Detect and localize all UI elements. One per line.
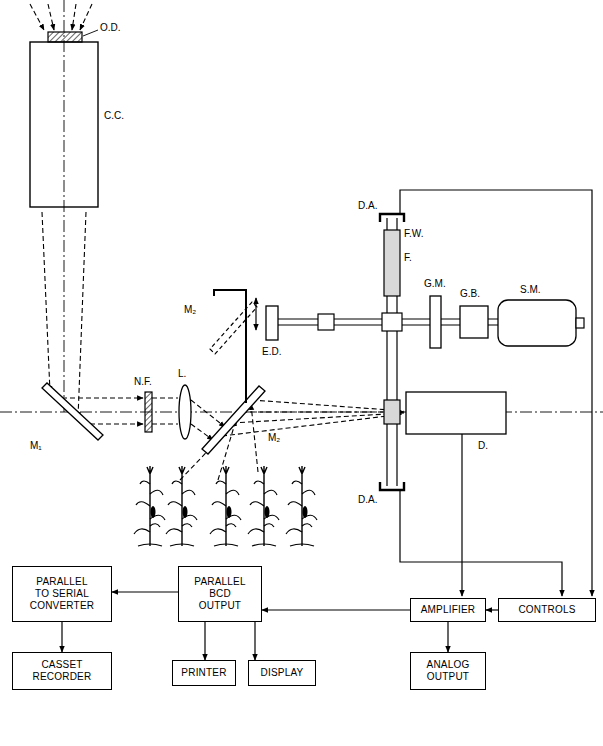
gear-mechanism (430, 296, 441, 348)
light-ray (48, 4, 54, 30)
part-label: L. (178, 368, 186, 380)
light-ray (251, 404, 258, 472)
light-ray (222, 414, 404, 436)
collimating-cylinder (30, 42, 98, 207)
part-label: E.D. (262, 346, 281, 358)
part-label: M₂ (268, 432, 280, 444)
box-label: ANALOG OUTPUT (416, 659, 480, 683)
light-ray (232, 413, 404, 423)
part-label: D.A. (358, 494, 377, 506)
signal-arrow (254, 622, 255, 660)
box-label: PRINTER (181, 667, 226, 679)
stepping-motor (498, 300, 576, 346)
hub (382, 313, 402, 331)
box-label: AMPLIFIER (421, 604, 476, 616)
gear-box (460, 306, 488, 338)
part-label: G.B. (460, 288, 480, 300)
signal-arrow (486, 609, 498, 610)
box-label: PARALLEL TO SERIAL CONVERTER (30, 576, 94, 612)
signal-wire (400, 490, 562, 596)
corn-plant (248, 466, 279, 546)
corn-plant (166, 466, 197, 546)
part-label: M₂ (184, 304, 196, 316)
part-label: D. (478, 440, 488, 452)
signal-wires (400, 190, 592, 596)
filter (384, 230, 400, 296)
part-label: G.M. (424, 278, 446, 290)
light-ray (80, 4, 92, 30)
part-label: F.W. (404, 228, 423, 240)
light-ray (30, 4, 44, 30)
light-ray (72, 4, 76, 30)
block-box: AMPLIFIER (410, 598, 486, 622)
signal-arrow (61, 622, 62, 652)
corn-plant (210, 466, 241, 546)
light-ray (152, 397, 178, 398)
motion-arrow (255, 298, 256, 330)
light-ray (78, 212, 86, 418)
box-label: CONTROLS (518, 604, 575, 616)
light-ray (191, 400, 225, 427)
signal-arrow (204, 622, 205, 660)
part-label: M₁ (30, 440, 42, 452)
block-box: ANALOG OUTPUT (410, 652, 486, 690)
light-ray (152, 423, 178, 424)
light-ray (242, 411, 404, 412)
motor-shaft (576, 318, 584, 328)
incoming-rays (30, 4, 92, 30)
mirror (202, 386, 265, 454)
part-label: S.M. (520, 284, 541, 296)
part-label: C.C. (104, 110, 124, 122)
opal-diffuser (48, 32, 82, 42)
corn-plant (134, 466, 165, 546)
leader-line (83, 30, 98, 36)
block-box: PARALLEL TO SERIAL CONVERTER (12, 566, 112, 622)
neutral-filter (145, 392, 152, 432)
light-ray (252, 400, 404, 411)
light-ray (42, 212, 50, 392)
signal-wire (400, 190, 592, 596)
light-ray (191, 424, 213, 440)
coupling (318, 314, 334, 330)
light-rays (42, 212, 178, 424)
corn-plant (286, 466, 317, 546)
part-label: N.F. (134, 376, 152, 388)
mirror (42, 383, 103, 440)
block-box: CONTROLS (498, 598, 596, 622)
filter (384, 400, 400, 424)
box-label: PARALLEL BCD OUTPUT (188, 576, 252, 612)
optical-axis (0, 412, 603, 413)
signal-arrow (112, 591, 178, 592)
block-box: PARALLEL BCD OUTPUT (178, 566, 262, 622)
optical-axis (64, 0, 65, 412)
box-label: DISPLAY (261, 667, 304, 679)
eccentric-drive (266, 306, 278, 340)
box-label: CASSET RECORDER (30, 659, 94, 683)
lens (179, 385, 191, 439)
block-box: CASSET RECORDER (12, 652, 112, 690)
light-ray (54, 397, 143, 398)
signal-arrow (447, 622, 448, 652)
part-label: F. (404, 252, 412, 264)
block-box: PRINTER (172, 660, 236, 686)
signal-arrow (262, 609, 410, 610)
part-label: D.A. (358, 200, 377, 212)
detector-aperture (380, 214, 404, 222)
detector-aperture (380, 482, 404, 490)
block-box: DISPLAY (248, 660, 316, 686)
mirror-alt-position (210, 302, 257, 354)
mirror-bracket (214, 290, 246, 403)
signal-wire (461, 434, 462, 596)
part-label: O.D. (100, 22, 121, 34)
detector (406, 392, 506, 434)
